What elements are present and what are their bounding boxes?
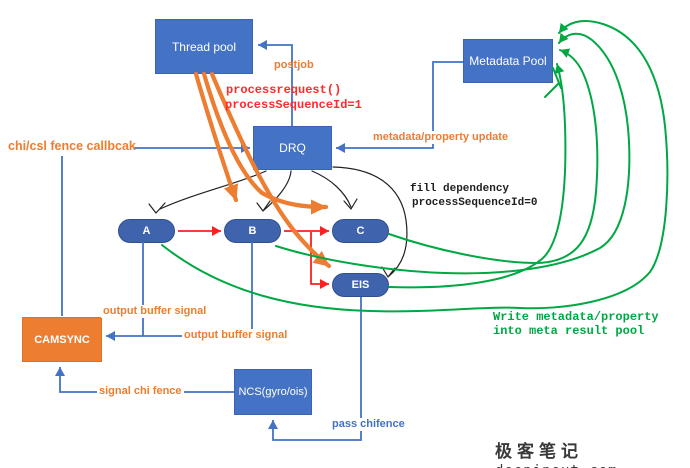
write-metadata-label-line2: into meta result pool bbox=[493, 324, 645, 338]
ncs-box: NCS(gyro/ois) bbox=[234, 369, 312, 415]
watermark: 极客笔记deepinout.com bbox=[495, 437, 690, 468]
watermark-cn-text: 极客笔记 bbox=[495, 442, 583, 462]
camsync-label: CAMSYNC bbox=[34, 333, 90, 346]
postjob-label: postjob bbox=[274, 59, 314, 71]
node-b-label: B bbox=[248, 225, 257, 237]
drq-label: DRQ bbox=[279, 141, 306, 155]
node-eis: EIS bbox=[332, 273, 389, 297]
green-stray-stroke-1 bbox=[544, 83, 559, 98]
process-sequence-id0-label: processSequenceId=0 bbox=[412, 197, 538, 209]
ncs-label: NCS(gyro/ois) bbox=[238, 386, 308, 398]
drq-box: DRQ bbox=[253, 126, 332, 170]
watermark-domain-text: deepinout.com bbox=[495, 463, 618, 468]
pass-chifence-label: pass chifence bbox=[330, 418, 407, 431]
edge-drq-to-b bbox=[263, 170, 292, 211]
node-c: C bbox=[332, 219, 389, 243]
write-metadata-label-line1: Write metadata/property bbox=[493, 310, 659, 324]
thread-pool-label: Thread pool bbox=[171, 39, 237, 54]
edge-drq-to-c bbox=[311, 170, 352, 208]
edge-drq-to-a bbox=[159, 170, 267, 210]
output-buffer-signal-2-label: output buffer signal bbox=[182, 329, 290, 342]
fill-dependency-label: fill dependency bbox=[410, 183, 510, 195]
node-a-label: A bbox=[142, 225, 151, 237]
node-b: B bbox=[224, 219, 281, 243]
node-c-label: C bbox=[356, 225, 365, 237]
green-stray-stroke-2 bbox=[552, 67, 562, 89]
processrequest-label: processrequest() bbox=[226, 83, 342, 97]
edge-b-to-eis bbox=[310, 232, 329, 289]
edge-eis-to-metadatapool bbox=[388, 63, 567, 289]
arrowhead-c bbox=[343, 198, 358, 210]
metadata-pool-label: Metadata Pool bbox=[469, 54, 547, 68]
metadata-pool-box: Metadata Pool bbox=[463, 39, 553, 83]
signal-chi-fence-label: signal chi fence bbox=[97, 385, 184, 398]
camsync-box: CAMSYNC bbox=[22, 317, 102, 362]
output-buffer-signal-1-label: output buffer signal bbox=[101, 305, 209, 318]
chi-csl-fence-callback-label: chi/csl fence callbcak bbox=[8, 139, 136, 153]
node-eis-label: EIS bbox=[351, 279, 370, 291]
arrowhead-a bbox=[148, 202, 166, 214]
process-sequence-id1-label: processSequenceId=1 bbox=[225, 98, 362, 112]
node-a: A bbox=[118, 219, 175, 243]
arrowhead-b bbox=[256, 200, 271, 212]
metadata-property-update-label: metadata/property update bbox=[371, 131, 511, 144]
thread-pool-box: Thread pool bbox=[155, 19, 253, 74]
